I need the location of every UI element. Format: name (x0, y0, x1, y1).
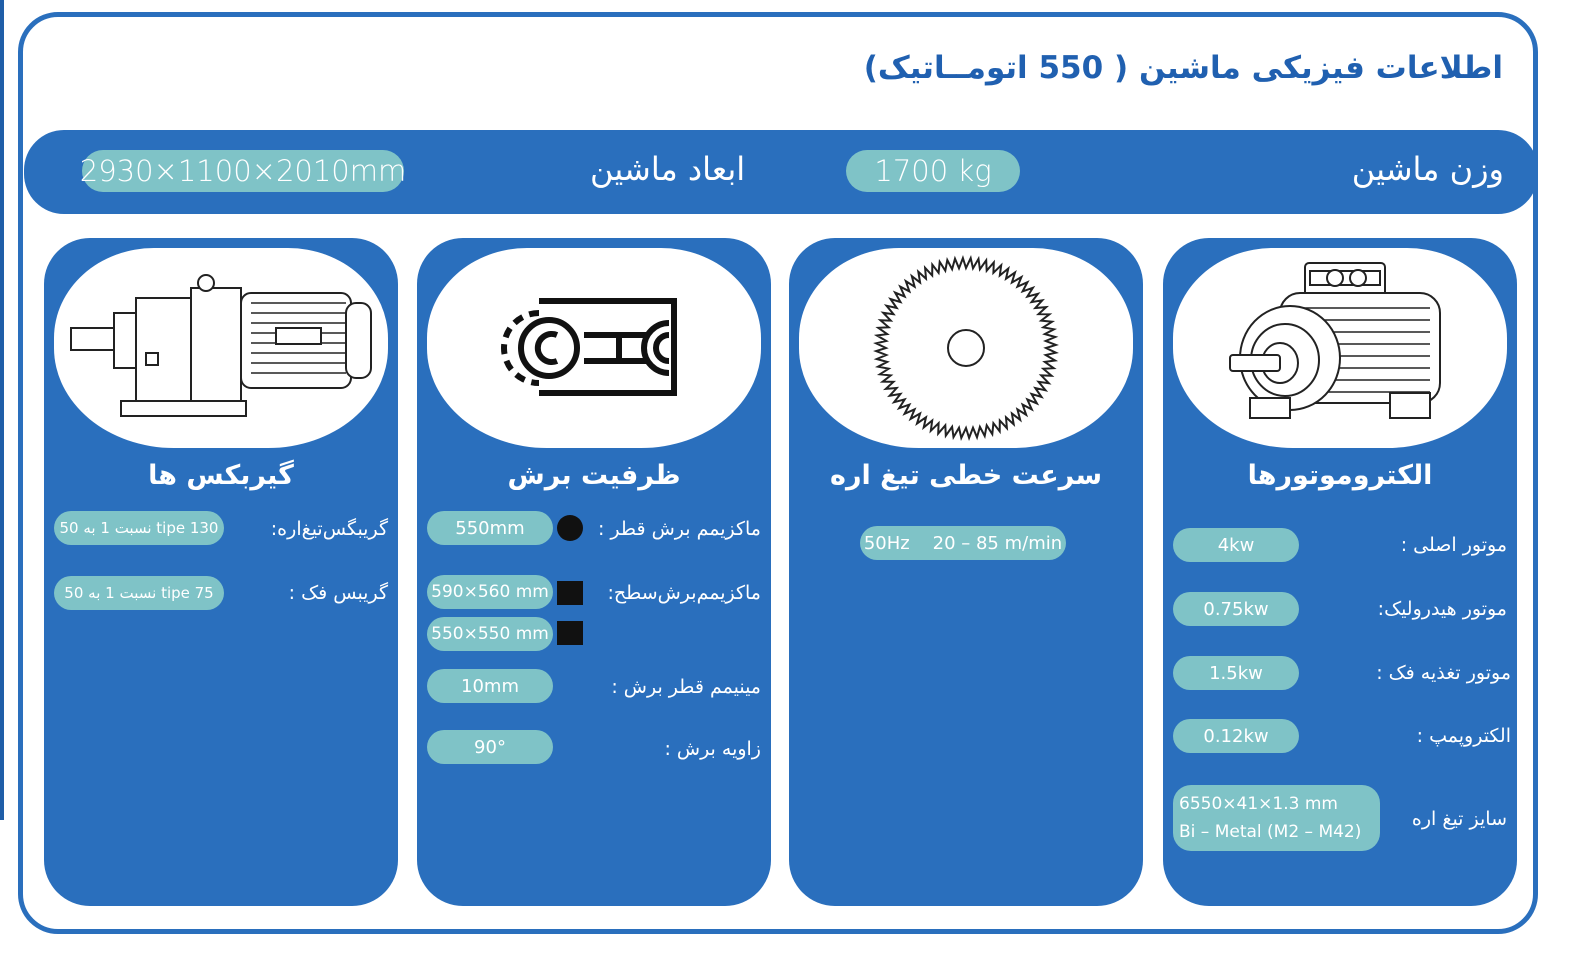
square-shape-icon (557, 621, 583, 645)
speed-title: سرعت خطی تیغ اره (830, 460, 1102, 491)
electric-motor-icon (1229, 262, 1441, 419)
row-label: مینیمم قطر برش : (611, 676, 761, 698)
row-label: سایز تیغ اره (1411, 808, 1507, 830)
row-value: 550mm (427, 511, 553, 545)
blade-size-value: 6550×41×1.3 mm Bi – Metal (M2 – M42) (1173, 785, 1380, 851)
page-title: اطلاعات فیزیکی ماشین ( 550 اتومــاتیک) (863, 50, 1503, 86)
blade-size-line2: Bi – Metal (M2 – M42) (1179, 822, 1362, 842)
row-label: موتور تغذیه فک : (1376, 662, 1511, 684)
row-value: 4kw (1173, 528, 1299, 562)
dimensions-label: ابعاد ماشین (590, 150, 746, 188)
gearbox-image (54, 248, 388, 448)
motors-card: الکتروموتورها موتور اصلی : 4kw موتور هید… (1163, 238, 1517, 906)
saw-blade-icon (873, 255, 1059, 441)
capacity-image (427, 248, 761, 448)
gearbox-icon (70, 274, 372, 417)
motors-title: الکتروموتورها (1247, 460, 1433, 491)
row-value: 550×550 mm (427, 617, 553, 651)
gearbox-card: گیربکس ها گریبگس‌تیغ‌اره: tipe 130 نسبت … (44, 238, 398, 906)
speed-value: 50Hz 20 – 85 m/min (860, 526, 1066, 560)
capacity-title: ظرفیت برش (507, 460, 681, 491)
weight-label: وزن ماشین (1351, 150, 1504, 188)
row-label: گریبس فک : (288, 582, 388, 604)
row-value: 590×560 mm (427, 575, 553, 609)
speed-card: سرعت خطی تیغ اره 50Hz 20 – 85 m/min (789, 238, 1143, 906)
row-label: الکتروپمپ : (1416, 725, 1511, 747)
row-label: ماکزیمم‌برش‌سطح: (607, 582, 761, 604)
dimensions-value: 2930×1100×2010mm (80, 150, 406, 192)
row-label: ماکزیمم برش قطر : (597, 518, 761, 540)
motor-image (1173, 248, 1507, 448)
row-label: زاویه برش : (664, 738, 761, 760)
saw-blade-image (799, 248, 1133, 448)
row-value: 1.5kw (1173, 656, 1299, 690)
saw-teeth (873, 255, 1059, 441)
row-value: tipe 75 نسبت 1 به 50 (54, 576, 224, 610)
row-label: موتور هیدرولیک: (1377, 598, 1507, 620)
square-shape-icon (557, 581, 583, 605)
row-value: 10mm (427, 669, 553, 703)
gearbox-title: گیربکس ها (148, 460, 294, 491)
cutting-capacity-icon (501, 298, 677, 396)
weight-value: 1700 kg (846, 150, 1020, 192)
circle-shape-icon (557, 515, 583, 541)
row-value: 0.12kw (1173, 719, 1299, 753)
row-value: tipe 130 نسبت 1 به 50 (54, 511, 224, 545)
summary-band: وزن ماشین 1700 kg ابعاد ماشین 2930×1100×… (24, 130, 1538, 214)
row-label: موتور اصلی : (1400, 534, 1507, 556)
row-value: 90° (427, 730, 553, 764)
blade-size-line1: 6550×41×1.3 mm (1179, 794, 1338, 814)
page-edge (0, 0, 4, 820)
capacity-card: ظرفیت برش ماکزیمم برش قطر : 550mm ماکزیم… (417, 238, 771, 906)
row-label: گریبگس‌تیغ‌اره: (270, 518, 388, 540)
row-value: 0.75kw (1173, 592, 1299, 626)
